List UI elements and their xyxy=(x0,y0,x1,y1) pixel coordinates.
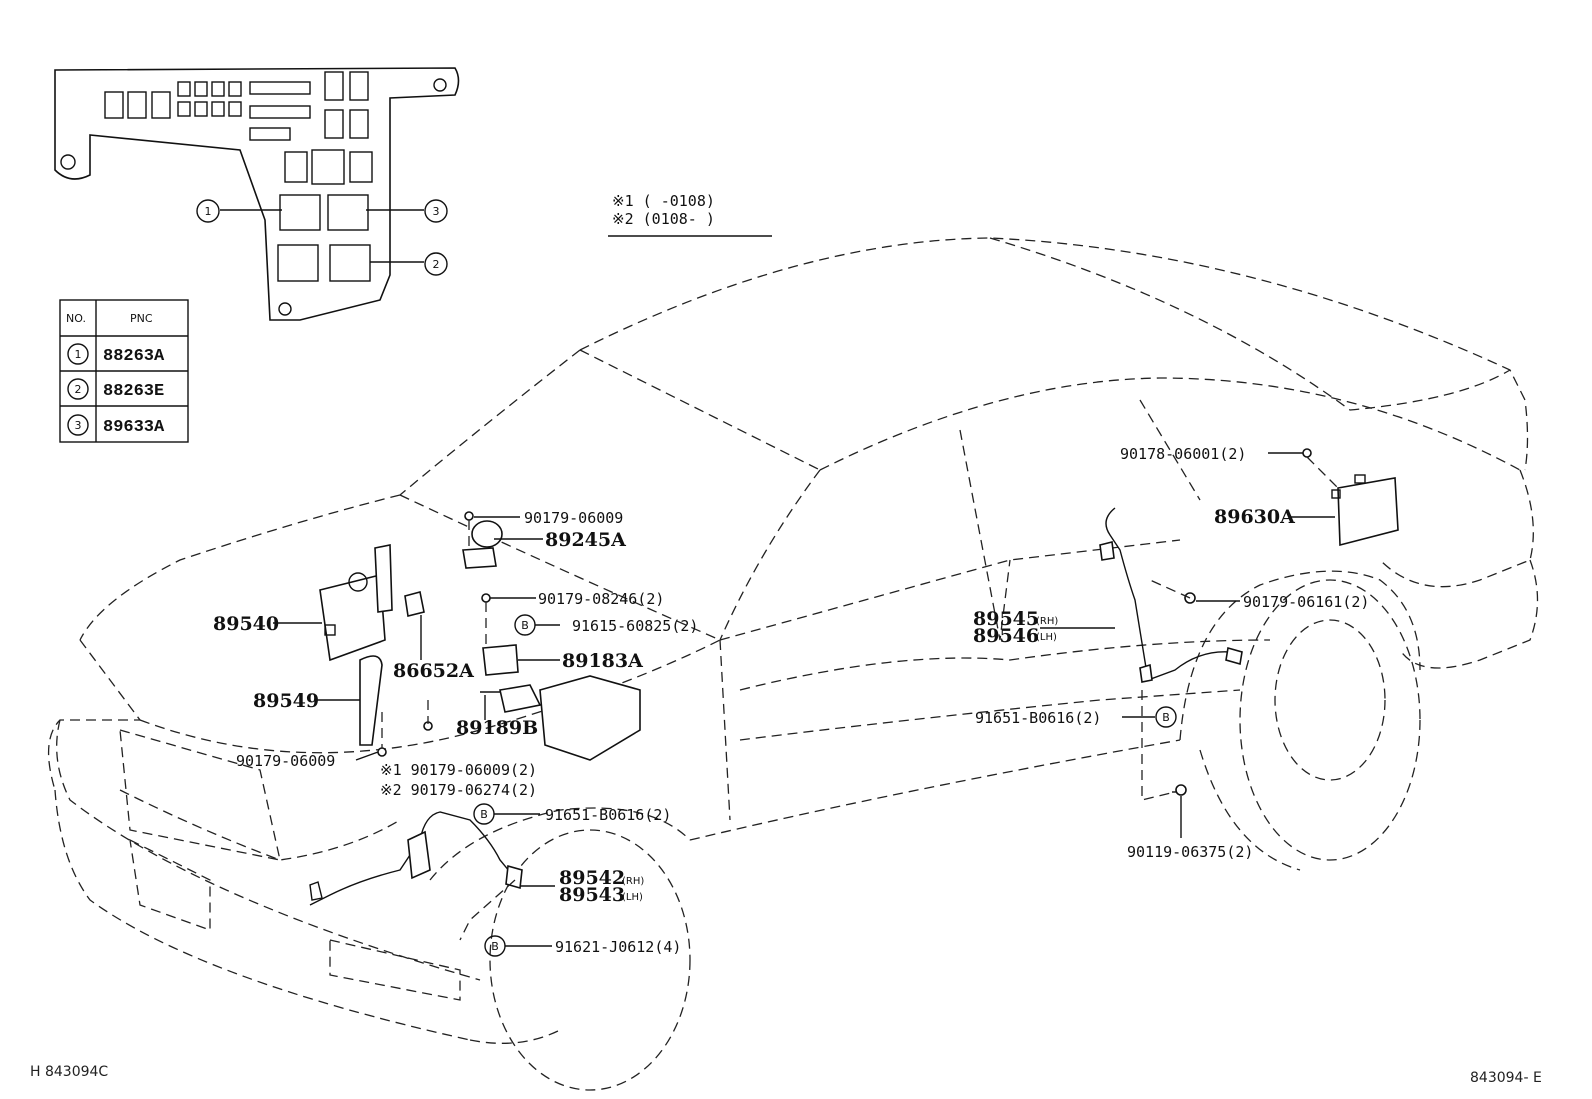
side-rh: (RH) xyxy=(1036,616,1058,627)
relay-slot-2b xyxy=(329,244,371,282)
relay-slot-2 xyxy=(277,244,319,282)
part-number-89543: 89543 xyxy=(559,884,625,906)
callout-2: 2 xyxy=(433,258,440,271)
table-row-pnc: 88263E xyxy=(103,382,164,401)
note-2: ※2 (0108- ) xyxy=(612,210,715,228)
bolt-90179-06009-top-icon xyxy=(464,511,474,521)
part-number-89630A: 89630A xyxy=(1214,506,1295,528)
bolt-90179-06009-left-icon xyxy=(377,721,433,757)
table-row-no: 3 xyxy=(75,419,82,432)
note-1: ※1 ( -0108) xyxy=(612,192,715,210)
relay-89183A xyxy=(482,644,519,676)
callout-1: 1 xyxy=(205,205,212,218)
part-number-90179-06009-note1: ※1 90179-06009(2) xyxy=(380,761,537,779)
relay-86652A xyxy=(404,591,425,617)
relay-slot-3 xyxy=(327,194,369,231)
part-number-90179-06274-note2: ※2 90179-06274(2) xyxy=(380,781,537,799)
part-number-89245A: 89245A xyxy=(545,529,626,551)
bolt-b-markers: B B B B xyxy=(473,614,1177,957)
part-number-91651-B0616-rear: 91651-B0616(2) xyxy=(975,709,1101,727)
bolt-90178-06001-icon xyxy=(1302,448,1312,458)
bolt-b-letter: B xyxy=(491,940,499,953)
side-rh: (RH) xyxy=(622,876,644,887)
bolt-90119-06375-icon xyxy=(1172,784,1187,796)
leader-lines xyxy=(273,452,1335,947)
callout-3: 3 xyxy=(433,205,440,218)
part-number-91621-J0612: 91621-J0612(4) xyxy=(555,938,681,956)
bolt-90179-08246-icon xyxy=(481,593,491,603)
table-header-no: NO. xyxy=(66,312,86,325)
part-number-90119-06375: 90119-06375(2) xyxy=(1127,843,1253,861)
table-row-no: 1 xyxy=(75,348,82,361)
table-row-pnc: 89633A xyxy=(103,418,165,437)
bolt-b-letter: B xyxy=(521,619,529,632)
part-number-91651-B0616-front: 91651-B0616(2) xyxy=(545,806,671,824)
side-lh: (LH) xyxy=(1036,632,1057,643)
front-wheel-sensor-harness xyxy=(309,811,523,906)
part-number-89545: 89545 xyxy=(973,608,1039,630)
bolt-b-icon xyxy=(473,803,495,825)
part-number-89540: 89540 xyxy=(213,613,279,635)
footer-right-code: 843094- E xyxy=(1470,1070,1542,1086)
part-number-89542: 89542 xyxy=(559,867,625,889)
bolt-b-letter: B xyxy=(480,808,488,821)
table-row-no: 2 xyxy=(75,383,82,396)
part-number-90178-06001: 90178-06001(2) xyxy=(1120,445,1246,463)
sensor-89549 xyxy=(359,655,383,746)
part-labels: 90178-06001(2) 89630A 90179-06009 89245A… xyxy=(213,445,1369,956)
bolt-b-icon xyxy=(484,935,506,957)
bolt-b-icon xyxy=(1155,706,1177,728)
relay-slot-1 xyxy=(279,194,321,231)
table-header-pnc: PNC xyxy=(130,312,153,325)
bolt-b-icon xyxy=(514,614,536,636)
part-number-89189B: 89189B xyxy=(456,717,538,739)
rear-wheel-sensor-harness xyxy=(1099,507,1243,683)
part-number-89549: 89549 xyxy=(253,690,319,712)
car-body-outline xyxy=(47,237,1539,1091)
part-number-90179-06161: 90179-06161(2) xyxy=(1243,593,1369,611)
part-number-90179-06009-left: 90179-06009 xyxy=(236,752,335,770)
junction-block-drawing: 1 3 2 xyxy=(54,67,460,321)
callout-circle-1 xyxy=(196,199,220,223)
bracket-89189B xyxy=(480,675,641,761)
part-number-86652A: 86652A xyxy=(393,660,474,682)
ecu-89540 xyxy=(319,544,393,662)
sensor-89245A xyxy=(462,520,503,569)
part-number-90179-08246: 90179-08246(2) xyxy=(538,590,664,608)
part-number-91615-60825: 91615-60825(2) xyxy=(572,617,698,635)
side-lh: (LH) xyxy=(622,892,643,903)
bolt-b-letter: B xyxy=(1162,711,1170,724)
footer-left-code: H 843094C xyxy=(30,1064,108,1080)
part-number-90179-06009-top: 90179-06009 xyxy=(524,509,623,527)
pnc-table: NO. PNC 1 88263A 2 88263E 3 89633A xyxy=(59,299,189,443)
callout-circle-3 xyxy=(424,199,448,223)
table-row-pnc: 88263A xyxy=(103,347,165,366)
date-notes: ※1 ( -0108) ※2 (0108- ) xyxy=(608,192,772,237)
callout-circle-2 xyxy=(424,252,448,276)
part-number-89546: 89546 xyxy=(973,625,1039,647)
ecu-89630A xyxy=(1331,474,1399,547)
guide-lines xyxy=(381,456,1339,941)
part-number-89183A: 89183A xyxy=(562,650,643,672)
